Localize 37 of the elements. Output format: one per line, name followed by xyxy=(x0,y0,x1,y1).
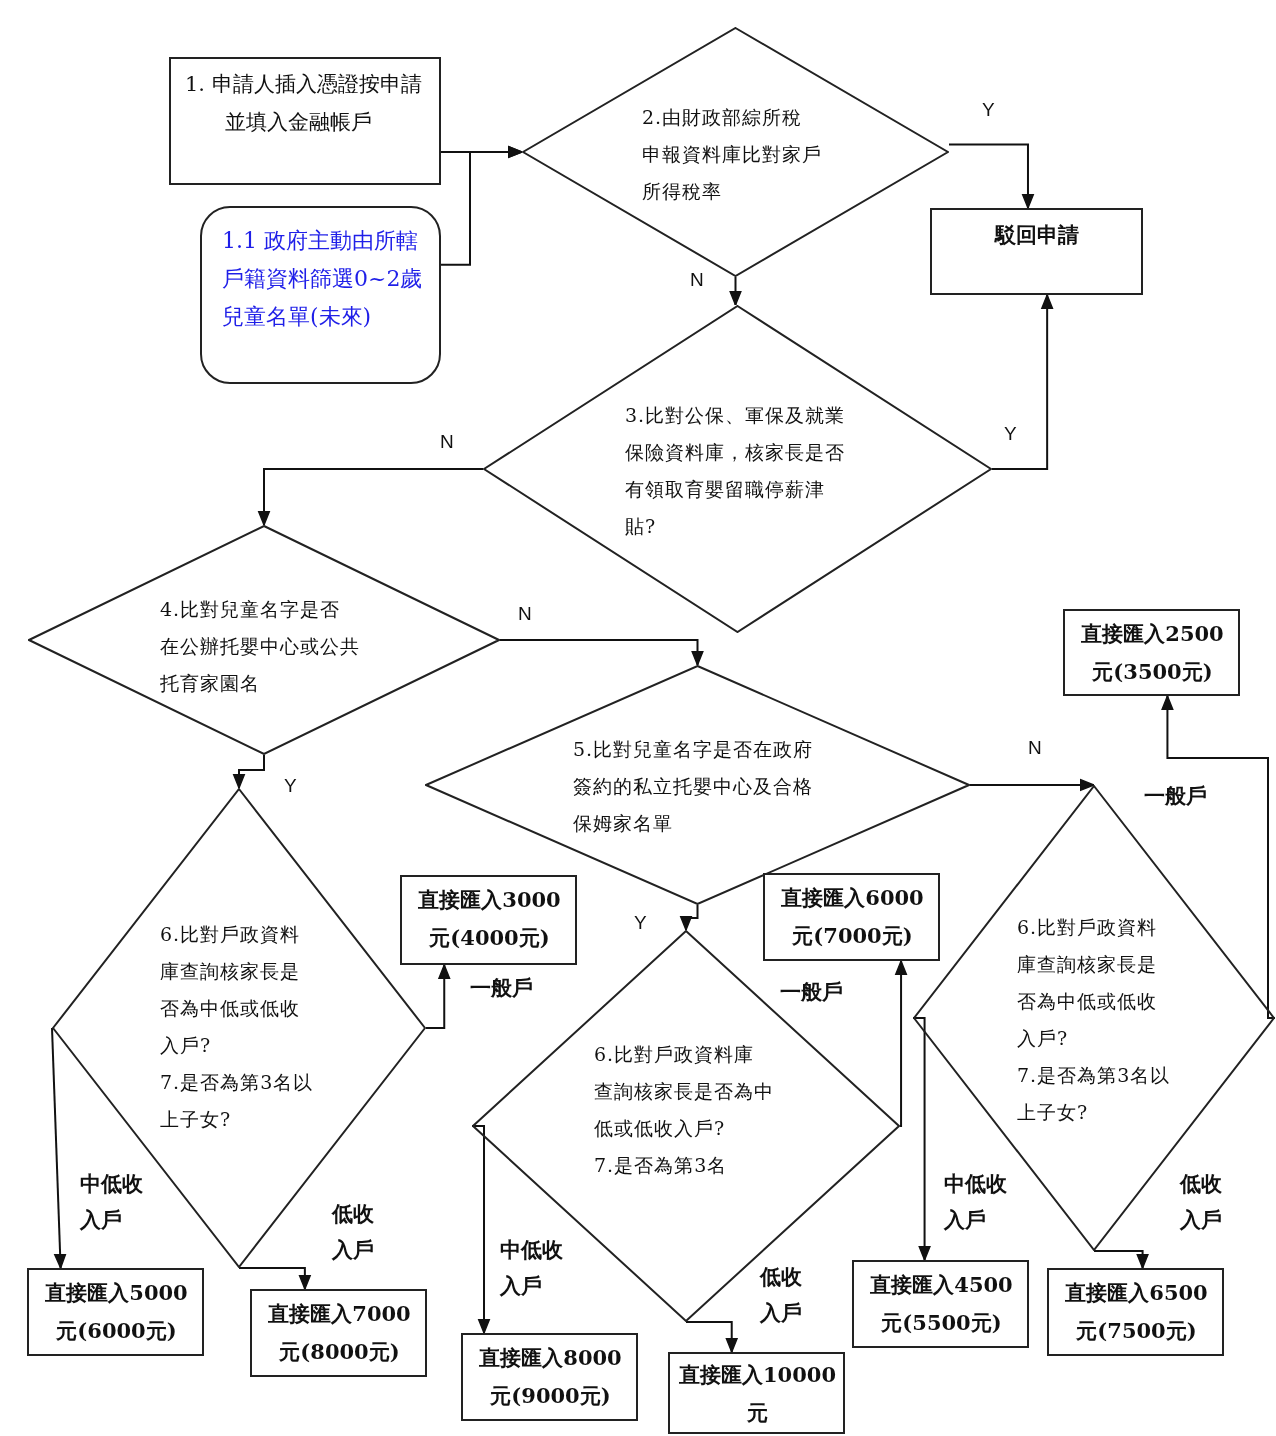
diamond-text: 6.比對戶政資料庫查詢核家長是否為中低或低收入戶? xyxy=(1017,915,1159,1051)
arrow xyxy=(894,960,908,1127)
diamond-text: 6.比對戶政資料庫查詢核家長是否為中低或低收入戶? xyxy=(594,1042,774,1141)
process-box: 直接匯入8000元(9000元) xyxy=(461,1333,638,1421)
process-box: 直接匯入7000元(8000元) xyxy=(250,1289,427,1377)
diamond-text: 4.比對兒童名字是否在公辦托嬰中心或公共托育家園名 xyxy=(160,597,360,696)
process-box: 直接匯入6000元(7000元) xyxy=(763,873,940,961)
arrow xyxy=(440,145,523,266)
process-box: 直接匯入10000元 xyxy=(668,1352,845,1434)
arrow xyxy=(991,294,1054,470)
arrow xyxy=(1093,1250,1149,1269)
rounded-box: 1.1 政府主動由所轄戶籍資料篩選0~2歲兒童名單(未來) xyxy=(200,206,441,384)
arrow xyxy=(499,639,704,666)
process-box: 直接匯入5000元(6000元) xyxy=(27,1268,204,1356)
process-box: 直接匯入4500元(5500元) xyxy=(852,1260,1029,1348)
arrow xyxy=(238,1267,312,1290)
arrow xyxy=(425,964,451,1029)
arrow xyxy=(685,1321,738,1353)
diamond-text: 5.比對兒童名字是否在政府簽約的私立托嬰中心及合格保姆家名單 xyxy=(573,737,815,836)
arrow xyxy=(232,754,265,789)
process-box: 直接匯入6500元(7500元) xyxy=(1047,1268,1224,1356)
arrow xyxy=(729,276,742,306)
process-box: 1. 申請人插入憑證按申請並填入金融帳戶 xyxy=(169,57,441,185)
process-box: 直接匯入3000元(4000元) xyxy=(400,875,577,965)
diamond-text: 7.是否為第3名以上子女? xyxy=(1017,1063,1172,1125)
arrow xyxy=(51,1027,67,1269)
arrow xyxy=(679,904,699,931)
diamond-text: 7.是否為第3名以上子女? xyxy=(160,1070,315,1132)
arrow xyxy=(257,468,484,526)
diamond-text: 7.是否為第3名 xyxy=(594,1153,729,1178)
process-box: 駁回申請 xyxy=(930,208,1143,295)
diamond-text: 3.比對公保、軍保及就業保險資料庫，核家長是否有領取育嬰留職停薪津貼? xyxy=(625,403,847,539)
diamond-text: 2.由財政部綜所稅申報資料庫比對家戶所得稅率 xyxy=(642,105,822,204)
diamond-text: 6.比對戶政資料庫查詢核家長是否為中低或低收入戶? xyxy=(160,922,302,1058)
process-box: 直接匯入2500元(3500元) xyxy=(1063,609,1240,696)
arrow xyxy=(969,778,1095,792)
arrow xyxy=(948,143,1035,209)
